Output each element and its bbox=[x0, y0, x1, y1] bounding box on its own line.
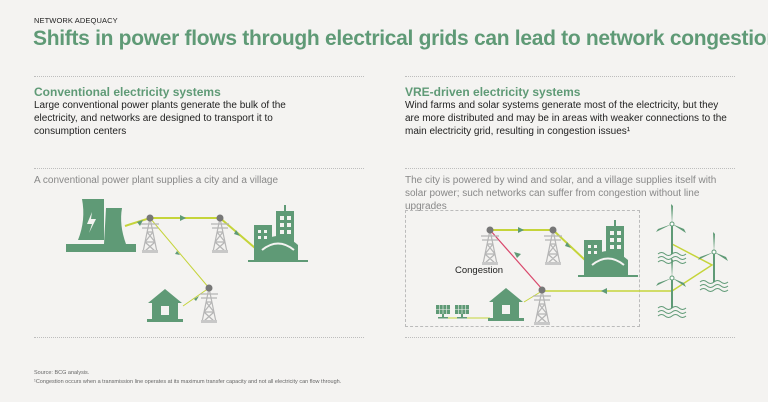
congestion-label: Congestion bbox=[455, 265, 504, 276]
transmission-tower-icon bbox=[210, 213, 230, 254]
flow-arrows bbox=[514, 227, 607, 294]
city-icon bbox=[247, 204, 309, 263]
left-body: Large conventional power plants generate… bbox=[34, 100, 286, 137]
divider bbox=[405, 337, 735, 338]
flow-arrows bbox=[137, 215, 240, 301]
city-icon bbox=[577, 219, 639, 278]
village-city-boundary bbox=[405, 210, 640, 327]
solar-panel-icon bbox=[435, 304, 451, 319]
divider bbox=[405, 76, 735, 77]
eyebrow: NETWORK ADEQUACY bbox=[34, 16, 118, 25]
left-heading: Conventional electricity systems bbox=[34, 85, 221, 99]
divider bbox=[34, 337, 364, 338]
transmission-tower-icon bbox=[532, 285, 552, 326]
divider bbox=[34, 76, 364, 77]
source-note: Source: BCG analysis. bbox=[34, 370, 90, 376]
wind-turbine-icon bbox=[655, 257, 687, 318]
village-house-icon bbox=[147, 289, 183, 322]
wind-turbine-icon bbox=[697, 231, 729, 292]
left-caption: A conventional power plant supplies a ci… bbox=[34, 175, 279, 186]
page-title: Shifts in power flows through electrical… bbox=[33, 27, 768, 50]
solar-panel-icon bbox=[454, 304, 470, 319]
divider bbox=[405, 168, 735, 169]
wind-turbine-icon bbox=[655, 203, 687, 264]
village-house-icon bbox=[488, 288, 524, 321]
right-heading: VRE-driven electricity systems bbox=[405, 85, 581, 99]
right-caption: The city is powered by wind and solar, a… bbox=[405, 175, 717, 212]
power-plant-icon bbox=[66, 199, 136, 252]
transmission-tower-icon bbox=[543, 225, 563, 266]
transmission-tower-icon bbox=[199, 283, 219, 324]
right-body: Wind farms and solar systems generate mo… bbox=[405, 100, 727, 137]
footnote: ¹Congestion occurs when a transmission l… bbox=[34, 379, 342, 385]
congested-line bbox=[489, 229, 543, 290]
transmission-tower-icon bbox=[480, 225, 500, 266]
divider bbox=[34, 168, 364, 169]
